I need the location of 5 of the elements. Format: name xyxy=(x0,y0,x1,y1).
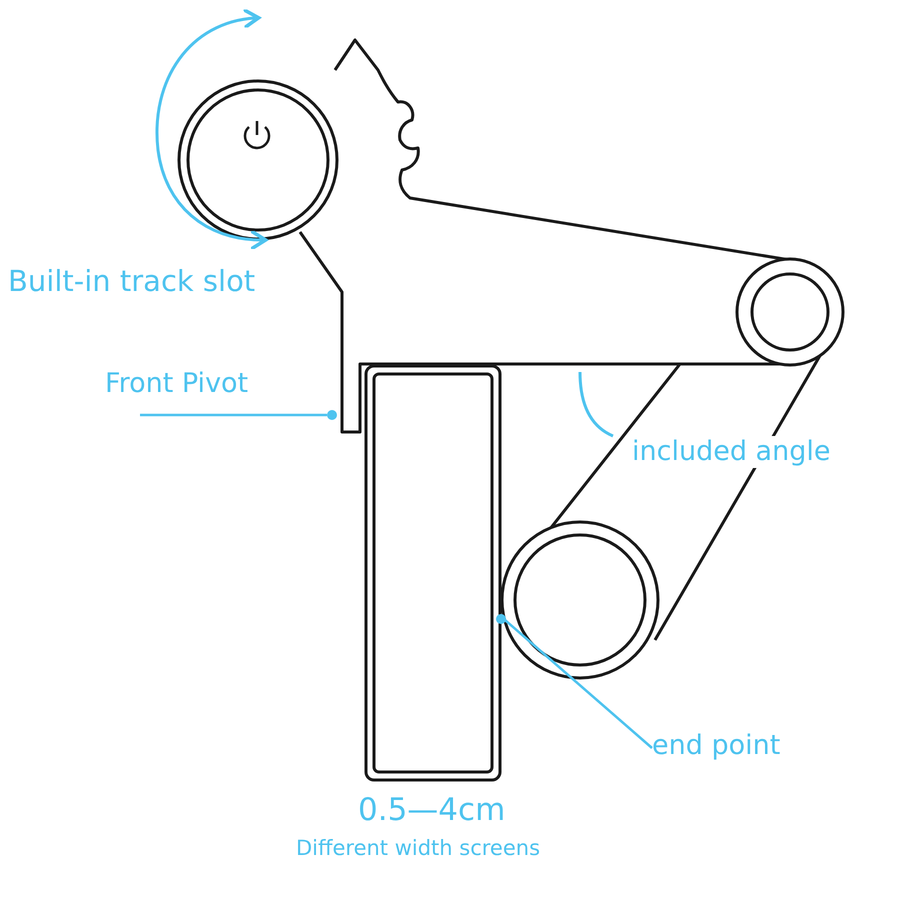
leader-line xyxy=(140,410,337,420)
part-label: end point xyxy=(652,730,780,770)
leader-line xyxy=(496,614,653,749)
part-label: Front Pivot xyxy=(105,368,248,415)
annotation-label: included angle xyxy=(632,436,830,468)
